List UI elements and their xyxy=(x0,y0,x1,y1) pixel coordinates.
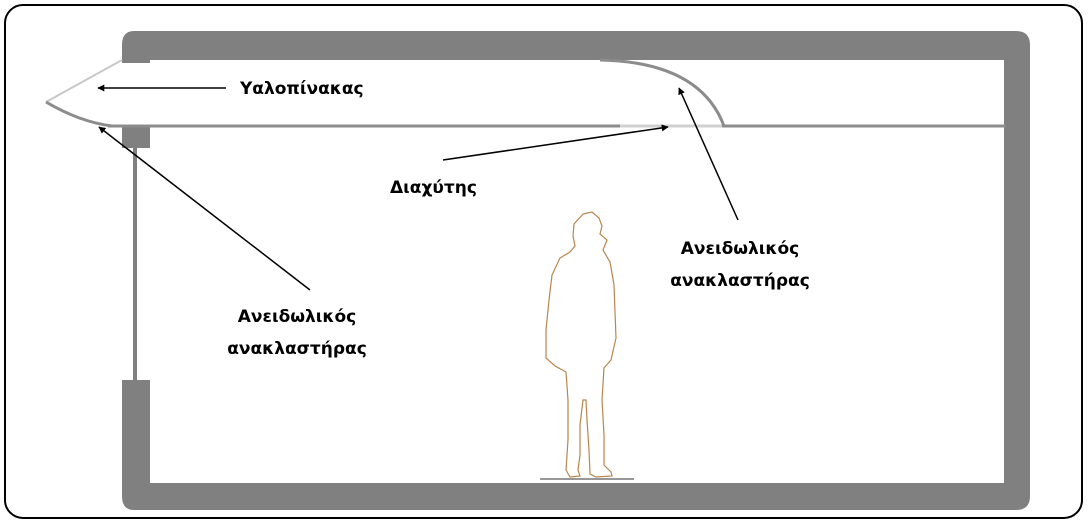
label-diffuser: Διαχύτης xyxy=(390,178,477,198)
label-reflector-right-line2: ανακλαστήρας xyxy=(670,271,810,291)
building-section xyxy=(122,31,1030,510)
label-glass-panel: Υαλοπίνακας xyxy=(239,79,364,99)
floor xyxy=(122,483,1030,510)
outer-frame xyxy=(4,4,1083,519)
annotation-arrows xyxy=(97,84,739,291)
arrow-reflector-right xyxy=(678,87,739,221)
light-shelf xyxy=(108,58,1006,128)
arrow-reflector-left xyxy=(98,126,311,291)
window-frame xyxy=(133,148,137,382)
person-silhouette xyxy=(545,211,617,478)
left-wall-lower xyxy=(122,380,150,490)
label-reflector-left-line2: ανακλαστήρας xyxy=(227,339,367,359)
roof xyxy=(122,31,1030,60)
reflector-left-curve xyxy=(45,100,113,128)
glass-panel-line xyxy=(45,59,123,103)
arrow-diffuser xyxy=(442,124,669,161)
glazing-wedge xyxy=(45,59,123,128)
left-wall-stub xyxy=(122,126,150,148)
curved-reflector-right xyxy=(599,58,726,127)
left-wall-top xyxy=(122,55,150,63)
right-wall xyxy=(1004,55,1030,495)
label-reflector-left-line1: Ανειδωλικός xyxy=(238,307,357,327)
label-reflector-right-line1: Ανειδωλικός xyxy=(681,239,800,259)
